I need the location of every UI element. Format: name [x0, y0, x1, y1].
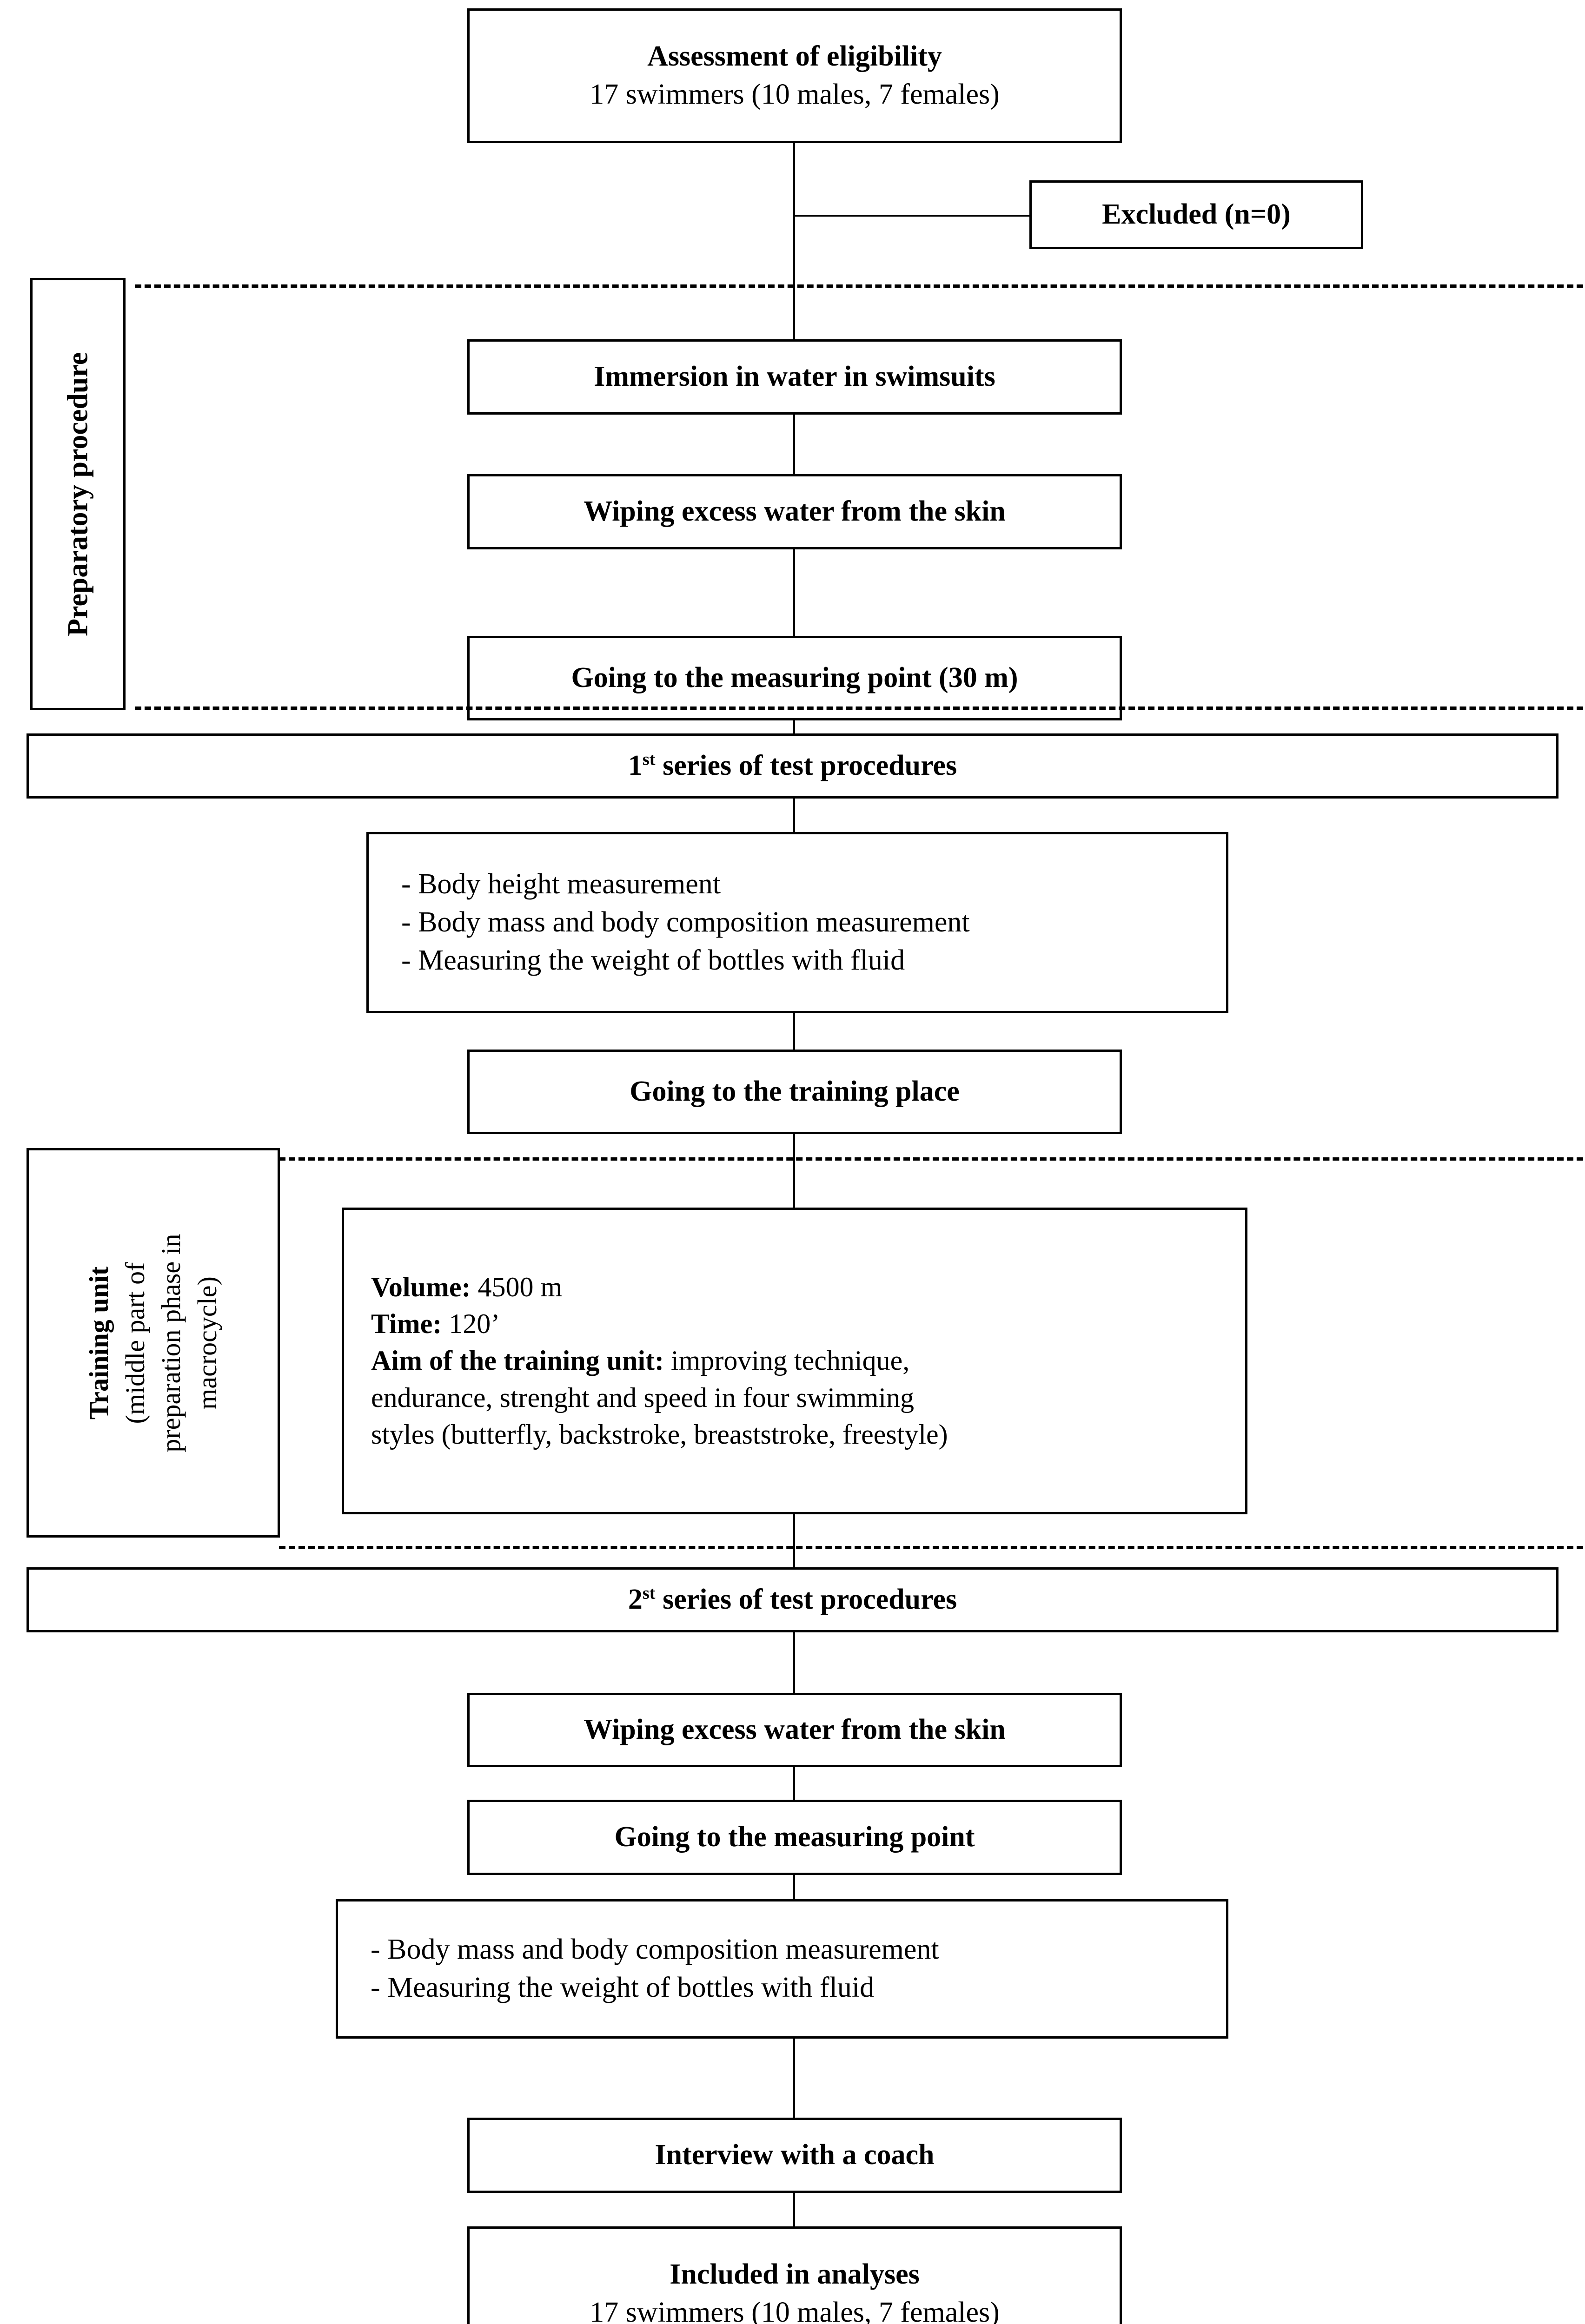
phase-divider-training-start [279, 1157, 1583, 1161]
connector-interview-to-included [793, 2193, 795, 2244]
training-unit-title: Training unit [84, 1266, 114, 1419]
preparatory-procedure-text: Preparatory procedure [62, 352, 94, 636]
connector-training-unit-to-series2 [793, 1514, 795, 1584]
node-going-to-measuring-point-30m: Going to the measuring point (30 m) [467, 636, 1122, 720]
wiping2-label: Wiping excess water from the skin [584, 1714, 1006, 1746]
measurement-item: - Body mass and body composition measure… [401, 906, 970, 938]
training-unit-label-text: Training unit (middle part of preparatio… [81, 1219, 225, 1467]
going-training-place-label: Going to the training place [630, 1076, 960, 1108]
node-going-to-measuring-point: Going to the measuring point [467, 1800, 1122, 1875]
node-going-to-training-place: Going to the training place [467, 1050, 1122, 1134]
connector-series1-to-measurements1 [793, 799, 795, 858]
going-measuring-30m-label: Going to the measuring point (30 m) [571, 662, 1018, 694]
training-unit-subtitle-line: preparation phase in [156, 1233, 186, 1452]
assessment-title: Assessment of eligibility [647, 40, 942, 73]
node-interview-with-coach: Interview with a coach [467, 2118, 1122, 2193]
node-immersion-in-water: Immersion in water in swimsuits [467, 339, 1122, 415]
connector-wiping2-to-measuring [793, 1767, 795, 1828]
node-measurements-list-2: - Body mass and body composition measure… [336, 1899, 1228, 2039]
immersion-label: Immersion in water in swimsuits [594, 361, 995, 393]
connector-training-place-to-training-unit [793, 1134, 795, 1208]
node-wiping-excess-water-1: Wiping excess water from the skin [467, 474, 1122, 549]
included-title: Included in analyses [670, 2258, 920, 2291]
going-measuring-label: Going to the measuring point [614, 1821, 975, 1853]
connector-measurements1-to-training-place [793, 1013, 795, 1050]
training-unit-aim-line3: styles (butterfly, backstroke, breaststr… [371, 1419, 948, 1450]
connector-series2-to-wiping2 [793, 1632, 795, 1707]
node-measurements-list-1: - Body height measurement - Body mass an… [366, 832, 1228, 1013]
node-series-1: 1st series of test procedures [27, 733, 1558, 799]
included-subtitle: 17 swimmers (10 males, 7 females) [590, 2297, 1000, 2324]
interview-label: Interview with a coach [655, 2139, 935, 2171]
phase-divider-training-end [279, 1546, 1583, 1549]
phase-divider-top [135, 284, 1583, 288]
training-unit-volume: Volume: 4500 m [371, 1272, 563, 1303]
training-unit-subtitle-line: (middle part of [119, 1262, 150, 1424]
connector-immersion-to-wiping1 [793, 415, 795, 489]
node-training-unit-details: Volume: 4500 m Time: 120’ Aim of the tra… [342, 1208, 1247, 1514]
training-unit-aim: Aim of the training unit: improving tech… [371, 1345, 910, 1376]
phase-label-preparatory-procedure: Preparatory procedure [30, 278, 126, 710]
assessment-subtitle: 17 swimmers (10 males, 7 females) [590, 79, 1000, 110]
node-included-in-analyses: Included in analyses 17 swimmers (10 mal… [467, 2226, 1122, 2324]
training-unit-aim-line2: endurance, strenght and speed in four sw… [371, 1382, 915, 1413]
excluded-label: Excluded (n=0) [1102, 198, 1291, 231]
training-unit-time: Time: 120’ [371, 1308, 500, 1340]
connector-to-excluded [793, 215, 1029, 217]
connector-assessment-down [793, 143, 795, 341]
measurement-item: - Body height measurement [401, 868, 721, 900]
training-unit-subtitle-line: macrocycle) [192, 1276, 223, 1410]
measurement-item: - Measuring the weight of bottles with f… [401, 944, 905, 976]
node-assessment-of-eligibility: Assessment of eligibility 17 swimmers (1… [467, 8, 1122, 143]
measurement-item: - Measuring the weight of bottles with f… [371, 1972, 875, 2003]
series2-label: 2st series of test procedures [628, 1583, 957, 1616]
connector-measurements2-to-interview [793, 2039, 795, 2118]
node-wiping-excess-water-2: Wiping excess water from the skin [467, 1693, 1122, 1767]
node-excluded: Excluded (n=0) [1029, 180, 1363, 249]
wiping1-label: Wiping excess water from the skin [584, 495, 1006, 528]
node-series-2: 2st series of test procedures [27, 1567, 1558, 1632]
connector-wiping1-to-measuring30 [793, 549, 795, 636]
series1-label: 1st series of test procedures [628, 749, 957, 782]
phase-label-training-unit: Training unit (middle part of preparatio… [27, 1148, 280, 1538]
measurement-item: - Body mass and body composition measure… [371, 1934, 939, 1966]
phase-divider-prep-end [135, 706, 1583, 710]
